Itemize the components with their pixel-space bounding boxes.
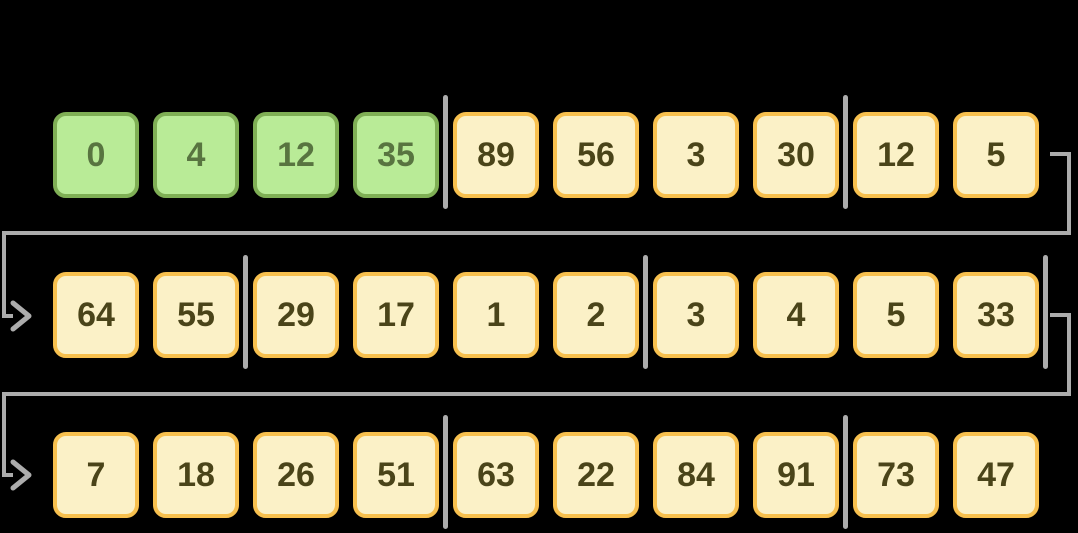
array-cell: 7 xyxy=(53,432,139,518)
array-cell: 0 xyxy=(53,112,139,198)
array-cell: 1 xyxy=(453,272,539,358)
array-row-1: 0 4 12 35 89 56 3 30 12 5 xyxy=(0,95,1078,209)
array-row-3: 7 18 26 51 63 22 84 91 73 47 xyxy=(0,415,1078,529)
array-cell: 18 xyxy=(153,432,239,518)
array-cell: 89 xyxy=(453,112,539,198)
array-cell: 22 xyxy=(553,432,639,518)
array-cell: 5 xyxy=(853,272,939,358)
array-cell: 47 xyxy=(953,432,1039,518)
array-cell: 2 xyxy=(553,272,639,358)
array-cell: 3 xyxy=(653,272,739,358)
group-divider xyxy=(243,255,248,369)
connector-line xyxy=(2,152,1071,318)
array-cell: 84 xyxy=(653,432,739,518)
group-divider xyxy=(843,95,848,209)
group-divider xyxy=(443,415,448,529)
array-cell: 12 xyxy=(853,112,939,198)
group-divider xyxy=(1043,255,1048,369)
array-cell: 4 xyxy=(753,272,839,358)
array-cell: 56 xyxy=(553,112,639,198)
array-cell: 51 xyxy=(353,432,439,518)
array-cell: 64 xyxy=(53,272,139,358)
array-cell: 33 xyxy=(953,272,1039,358)
connector-row1-to-row2 xyxy=(2,152,1071,332)
array-cell: 91 xyxy=(753,432,839,518)
array-cell: 73 xyxy=(853,432,939,518)
arrowhead-right-icon xyxy=(10,300,32,332)
group-divider xyxy=(643,255,648,369)
array-cell: 12 xyxy=(253,112,339,198)
array-cell: 30 xyxy=(753,112,839,198)
array-row-2: 64 55 29 17 1 2 3 4 5 33 xyxy=(0,255,1078,369)
array-cell: 26 xyxy=(253,432,339,518)
array-cell: 29 xyxy=(253,272,339,358)
array-cell: 55 xyxy=(153,272,239,358)
array-cell: 35 xyxy=(353,112,439,198)
array-cell: 63 xyxy=(453,432,539,518)
connector-line xyxy=(2,313,1071,477)
group-divider xyxy=(443,95,448,209)
arrowhead-right-icon xyxy=(10,459,32,491)
connector-row2-to-row3 xyxy=(2,313,1071,491)
group-divider xyxy=(843,415,848,529)
array-cell: 4 xyxy=(153,112,239,198)
array-cell: 17 xyxy=(353,272,439,358)
array-cell: 5 xyxy=(953,112,1039,198)
array-cell: 3 xyxy=(653,112,739,198)
